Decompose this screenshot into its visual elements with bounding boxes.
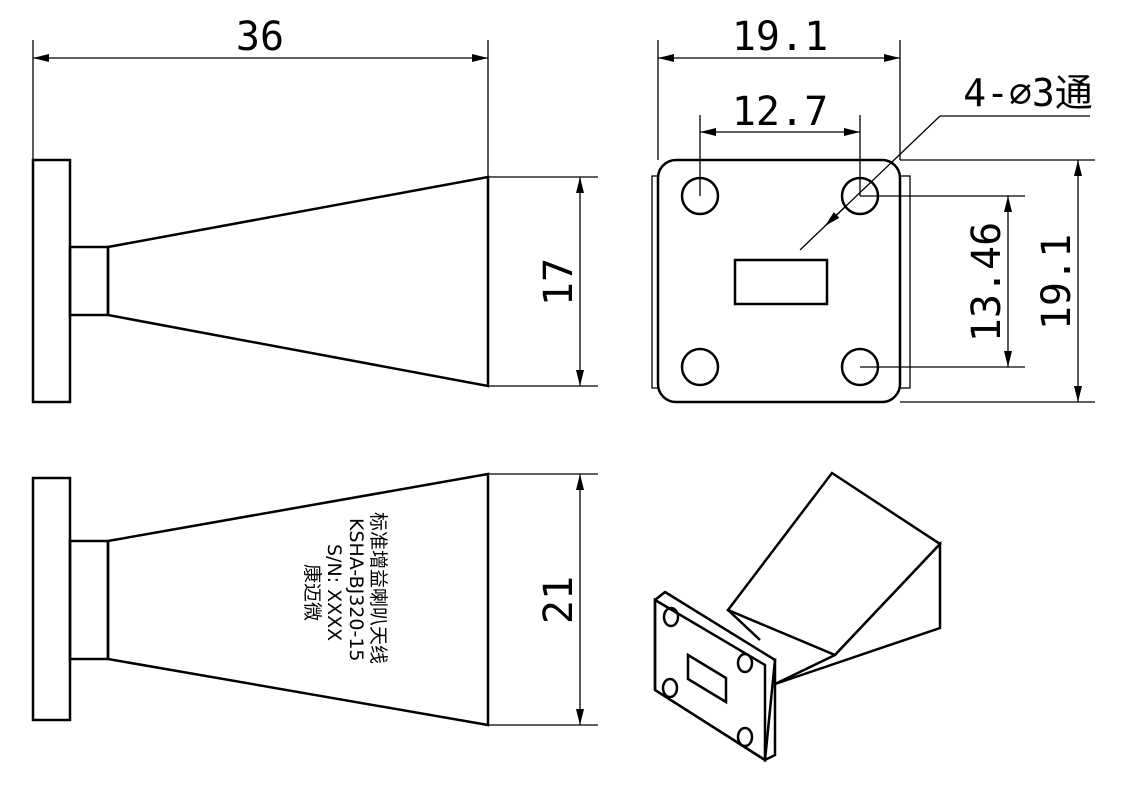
iso-waveguide-port xyxy=(686,652,728,705)
top-neck xyxy=(68,245,110,317)
engraving-serial: S/N: XXXX xyxy=(323,544,345,641)
side-horn-body xyxy=(106,472,490,727)
dim-top-mouth-label: 17 xyxy=(536,258,582,306)
engraving-title: 标准增益喇叭天线 xyxy=(367,512,389,664)
iso-mounting-hole xyxy=(661,677,679,699)
iso-mounting-hole xyxy=(736,652,754,674)
dim-hole-spacing-y-label: 13.46 xyxy=(964,222,1010,342)
top-view: 36 17 xyxy=(31,14,598,404)
top-horn-body xyxy=(106,175,490,388)
top-flange xyxy=(31,158,72,404)
engraving-model: KSHA-BJ320-15 xyxy=(345,518,367,662)
isometric-view xyxy=(653,471,942,763)
engraving: 标准增益喇叭天线 KSHA-BJ320-15 S/N: XXXX 康迈微 xyxy=(301,512,389,664)
side-view: 21 标准增益喇叭天线 KSHA-BJ320-15 S/N: XXXX 康迈微 xyxy=(31,472,598,727)
iso-mounting-hole xyxy=(736,726,754,748)
iso-mounting-hole xyxy=(662,606,680,628)
front-flange xyxy=(656,158,902,404)
dim-side-mouth-label: 21 xyxy=(536,576,582,624)
callout-leader xyxy=(799,115,941,251)
mounting-hole xyxy=(680,347,720,387)
dim-flange-height-label: 19.1 xyxy=(1034,234,1080,330)
front-view: 19.1 12.7 13.46 19.1 4-∅3通 xyxy=(651,14,1095,404)
waveguide-port xyxy=(733,258,829,306)
dim-hole-spacing-x-label: 12.7 xyxy=(732,89,828,135)
iso-horn-right-face xyxy=(774,540,942,686)
hole-callout-label: 4-∅3通 xyxy=(963,71,1093,115)
side-flange xyxy=(31,476,72,722)
dim-length-label: 36 xyxy=(236,14,284,60)
dim-flange-width-label: 19.1 xyxy=(732,14,828,60)
engraving-maker: 康迈微 xyxy=(301,564,323,621)
side-neck xyxy=(68,539,110,661)
